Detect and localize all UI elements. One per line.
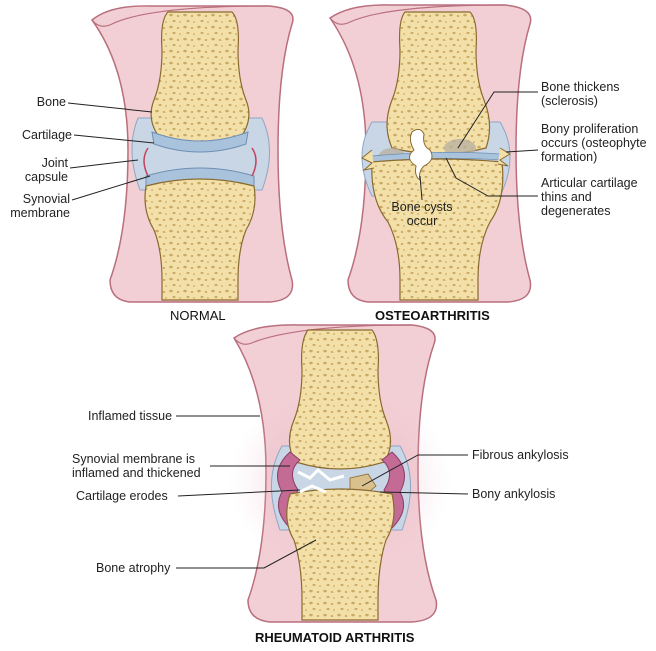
label-articular-cartilage: Articular cartilage thins and degenerate… [541,176,638,218]
label-bony-proliferation: Bony proliferation occurs (osteophyte fo… [541,122,647,164]
normal-joint-illustration [90,5,294,303]
label-bone-cysts: Bone cysts occur [391,200,453,228]
label-fibrous-ankylosis: Fibrous ankylosis [472,448,569,462]
label-cartilage: Cartilage [21,128,72,142]
oa-lower-bone [371,158,504,301]
leader-synovial-membrane [71,175,151,201]
normal-synovial-line-left [143,147,149,177]
leader-bone-cysts [419,175,423,201]
label-bone-atrophy: Bone atrophy [96,561,171,575]
label-bone-thickens: Bone thickens (sclerosis) [541,80,620,108]
ra-upper-bone [288,329,392,470]
normal-lower-bone [144,178,256,301]
leader-fibrous-ankylosis [361,454,468,487]
caption-normal: NORMAL [170,308,226,323]
leader-lines [67,91,539,569]
normal-synovial-line-right [251,147,257,177]
normal-upper-bone [150,11,250,145]
ra-eroded-cartilage [297,467,345,494]
leader-bone-thickens [457,91,538,149]
label-joint-capsule: Joint capsule [24,156,68,184]
label-inflamed-tissue: Inflamed tissue [88,409,173,423]
leader-cartilage [73,134,155,144]
oa-osteophyte-left [361,149,375,171]
label-bone: Bone [36,95,66,109]
ra-lower-bone [286,488,395,621]
rheumatoid-joint-illustration [228,324,452,623]
leader-bone [67,102,153,113]
normal-upper-cartilage [151,131,249,153]
oa-soft-tissue-fold [329,4,506,25]
ra-soft-tissue-fold [233,324,413,345]
label-synovial-membrane: Synovial membrane [10,192,70,220]
normal-soft-tissue-fold [91,5,269,27]
oa-bone-cyst [409,128,433,182]
label-synovial-inflamed: Synovial membrane is inflamed and thicke… [72,452,201,480]
leader-bony-proliferation [505,149,539,153]
leader-bone-atrophy [176,539,317,569]
osteoarthritis-joint-illustration [328,4,532,303]
leader-joint-capsule [69,159,139,169]
leader-articular-cartilage [445,157,538,197]
label-bony-ankylosis: Bony ankylosis [472,487,556,501]
leader-cartilage-erodes [177,489,301,497]
caption-rheumatoid-arthritis: RHEUMATOID ARTHRITIS [255,630,415,645]
leader-bony-ankylosis [379,491,469,495]
oa-upper-bone [386,11,491,155]
label-cartilage-erodes: Cartilage erodes [76,489,168,503]
caption-osteoarthritis: OSTEOARTHRITIS [375,308,490,323]
